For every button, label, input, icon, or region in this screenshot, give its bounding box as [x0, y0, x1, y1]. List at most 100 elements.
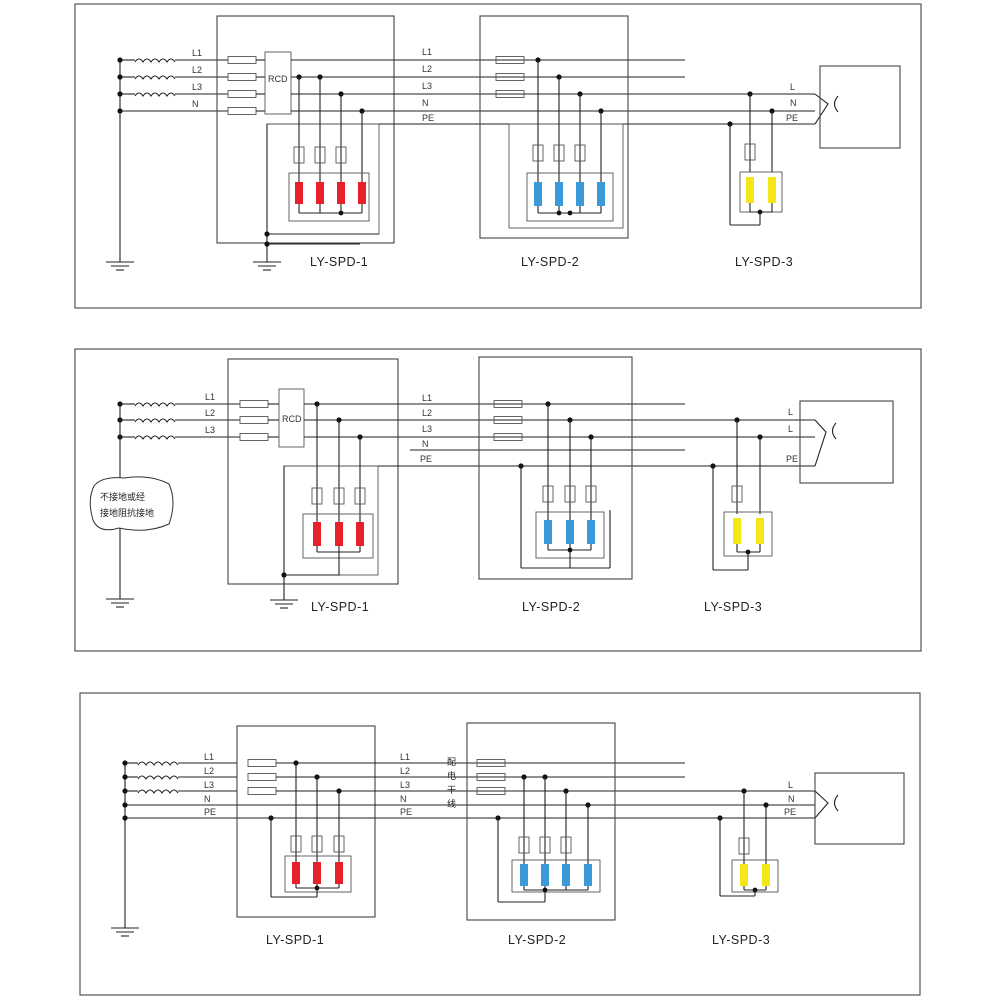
- load-label-pe: PE: [784, 807, 796, 817]
- source-label-l3: L3: [204, 780, 214, 790]
- load-equipment: [814, 772, 905, 845]
- spd2-modules: [520, 864, 592, 902]
- feeder-char-2: 电: [447, 770, 456, 782]
- load-label-n: N: [788, 794, 795, 804]
- line-label-l1: L1: [422, 393, 432, 403]
- ground-icon: [105, 261, 135, 271]
- line-label-l2: L2: [422, 408, 432, 418]
- varistor-icon: [587, 520, 595, 544]
- load-label-pe: PE: [786, 454, 798, 464]
- source-label-l2: L2: [205, 408, 215, 418]
- impedance-note-line1: 不接地或经: [100, 491, 145, 503]
- load-label-n: N: [790, 98, 797, 108]
- line-label-l3: L3: [422, 81, 432, 91]
- varistor-icon: [316, 182, 324, 204]
- panel-3: L1 L2 L3 N PE L1 L2 L3 N PE 配 电 干 线 LY-S…: [79, 692, 921, 996]
- varistor-icon: [520, 864, 528, 886]
- spd3-caption: LY-SPD-3: [735, 255, 793, 269]
- load-equipment: [799, 400, 894, 484]
- spd1-caption: LY-SPD-1: [266, 933, 324, 947]
- panel-1-frame: [74, 3, 922, 309]
- socket-icon: [833, 95, 839, 113]
- varistor-icon: [555, 182, 563, 206]
- varistor-icon: [335, 862, 343, 884]
- spd1-enclosure: [216, 15, 395, 244]
- line-label-l3: L3: [400, 780, 410, 790]
- spd3-box: [723, 511, 773, 557]
- source-label-l3: L3: [192, 82, 202, 92]
- load-label-l: L: [790, 82, 795, 92]
- feeder-char-4: 线: [447, 798, 456, 810]
- load-label-pe: PE: [786, 113, 798, 123]
- line-label-n: N: [400, 794, 407, 804]
- impedance-note-box: [89, 476, 174, 531]
- spd2-modules: [534, 182, 605, 216]
- spd2-enclosure: [479, 15, 629, 239]
- varistor-icon: [337, 182, 345, 204]
- line-label-l2: L2: [400, 766, 410, 776]
- varistor-icon: [292, 862, 300, 884]
- ground-icon: [110, 927, 140, 937]
- varistor-icon: [762, 864, 770, 886]
- load-equipment: [819, 65, 901, 149]
- ground-icon: [269, 599, 299, 609]
- varistor-icon: [335, 522, 343, 546]
- varistor-icon: [534, 182, 542, 206]
- line-label-l3: L3: [422, 424, 432, 434]
- varistor-icon: [576, 182, 584, 206]
- varistor-icon: [562, 864, 570, 886]
- line-label-l2: L2: [422, 64, 432, 74]
- rcd-label: RCD: [282, 414, 302, 424]
- line-label-pe: PE: [420, 454, 432, 464]
- rcd-label: RCD: [268, 74, 288, 84]
- varistor-icon: [756, 518, 764, 544]
- spd2-caption: LY-SPD-2: [522, 600, 580, 614]
- spd1-caption: LY-SPD-1: [310, 255, 368, 269]
- source-lines: [120, 402, 240, 440]
- socket-icon: [833, 794, 839, 812]
- load-label-l: L: [788, 407, 793, 417]
- varistor-icon: [541, 864, 549, 886]
- varistor-icon: [746, 177, 754, 203]
- spd3-box: [731, 859, 779, 893]
- source-label-l1: L1: [205, 392, 215, 402]
- source-label-pe: PE: [204, 807, 216, 817]
- source-label-n: N: [192, 99, 199, 109]
- source-label-l1: L1: [204, 752, 214, 762]
- line-label-pe: PE: [422, 113, 434, 123]
- load-label-l: L: [788, 780, 793, 790]
- spd2-enclosure: [478, 356, 633, 580]
- ground-icon: [105, 598, 135, 608]
- varistor-icon: [295, 182, 303, 204]
- varistor-icon: [356, 522, 364, 546]
- spd1-modules: [288, 74, 370, 222]
- ground-icon: [252, 261, 282, 271]
- socket-icon: [831, 422, 837, 440]
- source-lines: [122, 760, 237, 821]
- spd1-inner-box: [283, 465, 379, 576]
- spd1-enclosure: [227, 358, 399, 585]
- line-label-pe: PE: [400, 807, 412, 817]
- varistor-icon: [597, 182, 605, 206]
- varistor-icon: [733, 518, 741, 544]
- spd2-caption: LY-SPD-2: [508, 933, 566, 947]
- source-lines: [117, 57, 228, 114]
- source-label-l1: L1: [192, 48, 202, 58]
- line-label-n: N: [422, 439, 429, 449]
- source-label-l2: L2: [192, 65, 202, 75]
- source-label-n: N: [204, 794, 211, 804]
- panel-3-frame: [79, 692, 921, 996]
- rcd-box: [278, 388, 305, 448]
- spd2-inner-box: [508, 123, 624, 229]
- spd1-enclosure: [236, 725, 376, 918]
- feeder-char-3: 干: [447, 785, 456, 796]
- spd3-caption: LY-SPD-3: [704, 600, 762, 614]
- feeder-char-1: 配: [447, 757, 456, 768]
- spd2-modules: [544, 520, 595, 568]
- line-label-l1: L1: [400, 752, 410, 762]
- varistor-icon: [544, 520, 552, 544]
- varistor-icon: [584, 864, 592, 886]
- varistor-icon: [313, 522, 321, 546]
- spd3-caption: LY-SPD-3: [712, 933, 770, 947]
